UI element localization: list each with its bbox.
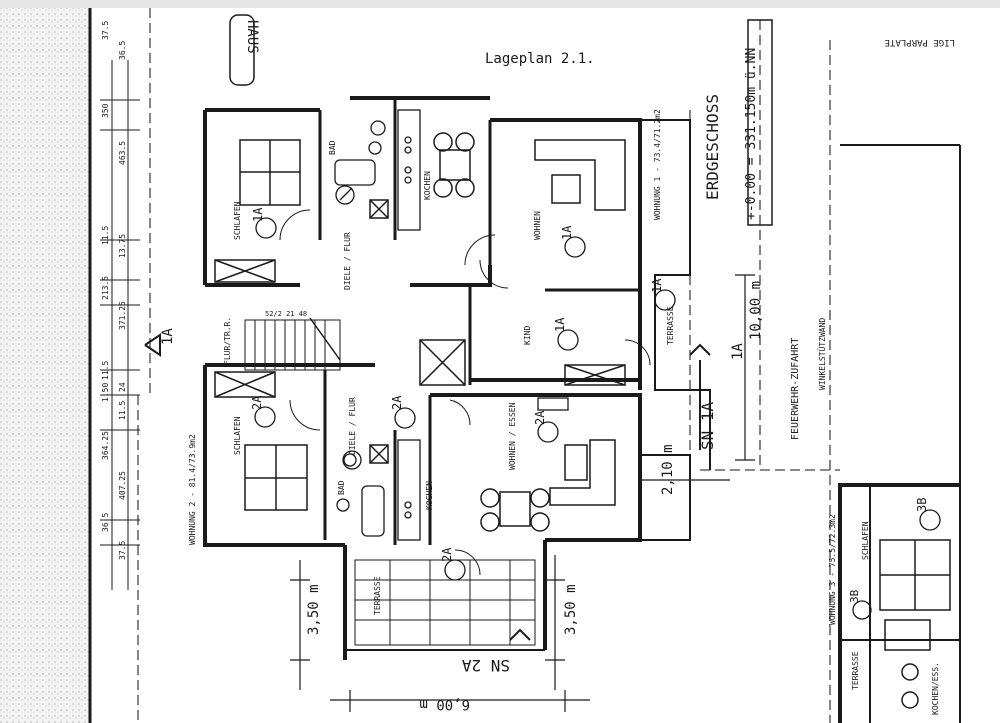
unit-markers: 1A 1A 1A 1A 2A 2A 2A 2A 3B 3B <box>250 207 941 620</box>
dim-6m: 6,00 m <box>419 696 470 712</box>
room-wohnen-1: WOHNEN <box>533 211 542 240</box>
terrace-2-paving <box>354 559 536 646</box>
room-flur-treppenraum: FLUR/TR.R. <box>223 317 232 365</box>
corner-label: LIGE PARPLATE <box>885 37 955 47</box>
left-dim-label: 213.5 <box>101 276 110 300</box>
stair-label: 52/2 21 48 <box>265 310 307 318</box>
wohnung-3-label: WOHNUNG 3 - 75.5/72.3m2 <box>828 514 837 625</box>
section-sn1a: SN 1A <box>698 401 717 450</box>
stuetzwand-label: WINKELSTÜTZWAND <box>817 318 827 390</box>
left-dim-label: 463.5 <box>118 141 127 165</box>
left-dim-label: 36.5 <box>101 513 110 532</box>
haus-label: HAUS <box>244 20 260 54</box>
room-terrasse-1: TERRASSE <box>666 306 675 345</box>
left-dim-label: 36.5 <box>118 41 127 60</box>
stair <box>244 317 341 371</box>
unit-2a-terrace: 2A <box>440 547 454 562</box>
feuerwehr-label: FEUERWEHR-ZUFAHRT <box>790 338 801 440</box>
shafts <box>214 199 626 464</box>
kitchens <box>397 109 569 541</box>
wohnung-2-label: WOHNUNG 2 - 81.4/73.9m2 <box>188 434 197 545</box>
left-dimension-labels: 37.5 36.5 350 463.5 11.5 13.75 213.5 371.25 11.5… <box>101 21 127 560</box>
unit-3-walls <box>838 483 960 723</box>
left-dimension-chain <box>100 60 140 590</box>
room-kochen-1: KOCHEN <box>423 171 432 200</box>
top-shadow <box>0 0 1000 8</box>
left-dim-label: 364.25 <box>101 431 110 460</box>
dim-350-left: 3,50 m <box>306 584 322 635</box>
left-dim-label: 11.5 <box>101 226 110 245</box>
room-terrasse-3: TERRASSE <box>851 651 860 690</box>
section-sn2a: SN 2A <box>461 656 510 675</box>
section-1a-right: 1A <box>730 343 746 360</box>
unit-1a-bedroom: 1A <box>251 207 265 222</box>
room-kochen-ess-3: KOCHEN/ESS. <box>931 662 940 715</box>
left-dim-label: 11.5 <box>101 361 110 380</box>
beds <box>239 139 951 611</box>
room-bad-2: BAD <box>337 480 346 495</box>
unit-3b-bedroom: 3B <box>915 498 929 512</box>
plan-title: Lageplan 2.1. <box>485 51 595 67</box>
section-markers <box>144 333 711 641</box>
left-dim-label: 350 <box>101 103 110 118</box>
geschoss-label: ERDGESCHOSS <box>703 94 722 200</box>
wohnung-1-label: WOHNUNG 1 - 73.4/71.2m2 <box>653 109 662 220</box>
door-swings <box>279 209 651 576</box>
terrace-1-outline <box>640 119 711 541</box>
left-dim-label: 1.50 <box>101 383 110 402</box>
dim-210: 2,10 m <box>660 444 676 495</box>
unit-2a-flur: 2A <box>390 395 404 410</box>
room-bad-1: BAD <box>328 140 337 155</box>
dim-10m: 10,00 m <box>748 281 764 340</box>
left-dim-label: 11.5 <box>118 401 127 420</box>
left-dim-label: 371.25 <box>118 301 127 330</box>
niveau-label: +-0.00 = 331.150m ü.NN <box>744 48 759 220</box>
left-dim-label: 37.5 <box>118 541 127 560</box>
right-frame <box>840 144 961 723</box>
unit-2-walls <box>203 363 642 660</box>
section-1a-left: 1A <box>160 328 176 345</box>
unit-2a-bedroom: 2A <box>250 395 264 410</box>
room-terrasse-2: TERRASSE <box>373 576 382 615</box>
unit-1a-living: 1A <box>560 225 574 240</box>
left-dim-label: 13.75 <box>118 234 127 258</box>
room-flur-1: DIELE / FLUR <box>343 232 352 290</box>
left-dim-label: 24 <box>118 382 127 392</box>
room-schlafen-3: SCHLAFEN <box>861 521 870 560</box>
left-dim-label: 37.5 <box>101 21 110 40</box>
haus-box: HAUS <box>229 14 260 86</box>
bath-fixtures <box>334 120 386 537</box>
niveau-box: +-0.00 = 331.150m ü.NN <box>744 19 773 226</box>
room-kind: KIND <box>523 326 532 345</box>
living-furniture <box>433 132 931 709</box>
left-dim-label: 407.25 <box>118 471 127 500</box>
room-wohnen-2: WOHNEN / ESSEN <box>508 402 517 470</box>
binder-shadow <box>0 0 90 723</box>
unit-1a-terrace: 1A <box>650 278 664 293</box>
dim-350-right: 3,50 m <box>563 584 579 635</box>
unit-3b-terrace: 3B <box>848 589 861 603</box>
room-schlafen-2: SCHLAFEN <box>233 416 242 455</box>
room-kochen-2: KOCHEN <box>425 481 434 510</box>
room-schlafen-1: SCHLAFEN <box>233 201 242 240</box>
bottom-dimensions <box>290 274 755 712</box>
unit-2a-living: 2A <box>533 410 547 425</box>
unit-1a-kind: 1A <box>553 317 567 332</box>
room-flur-2: DIELE / FLUR <box>348 397 357 455</box>
